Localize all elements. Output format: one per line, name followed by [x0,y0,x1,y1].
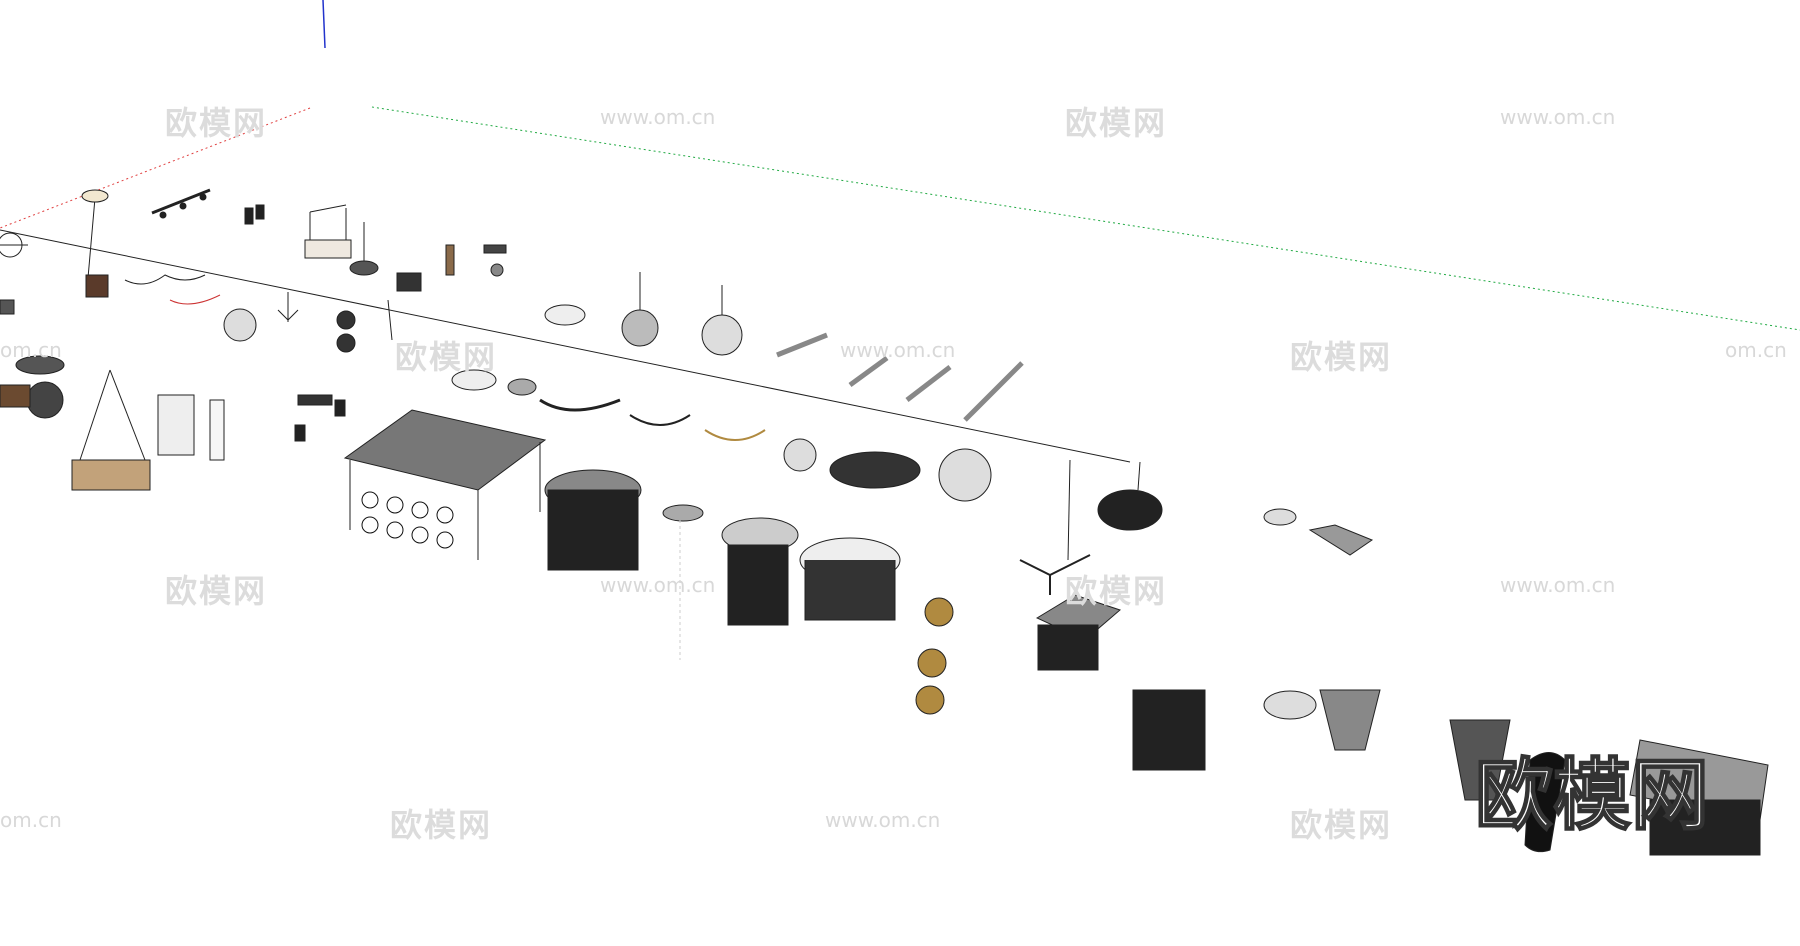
model-axes [0,0,1800,463]
red-axis [0,107,311,229]
brand-logo-watermark: 欧模网 [1475,751,1709,841]
blue-axis [322,0,326,49]
lamp-models-row-2 [0,355,1769,856]
reference-line [0,229,1131,463]
lamp-models-row-1 [0,188,1024,422]
green-axis [371,106,1800,331]
